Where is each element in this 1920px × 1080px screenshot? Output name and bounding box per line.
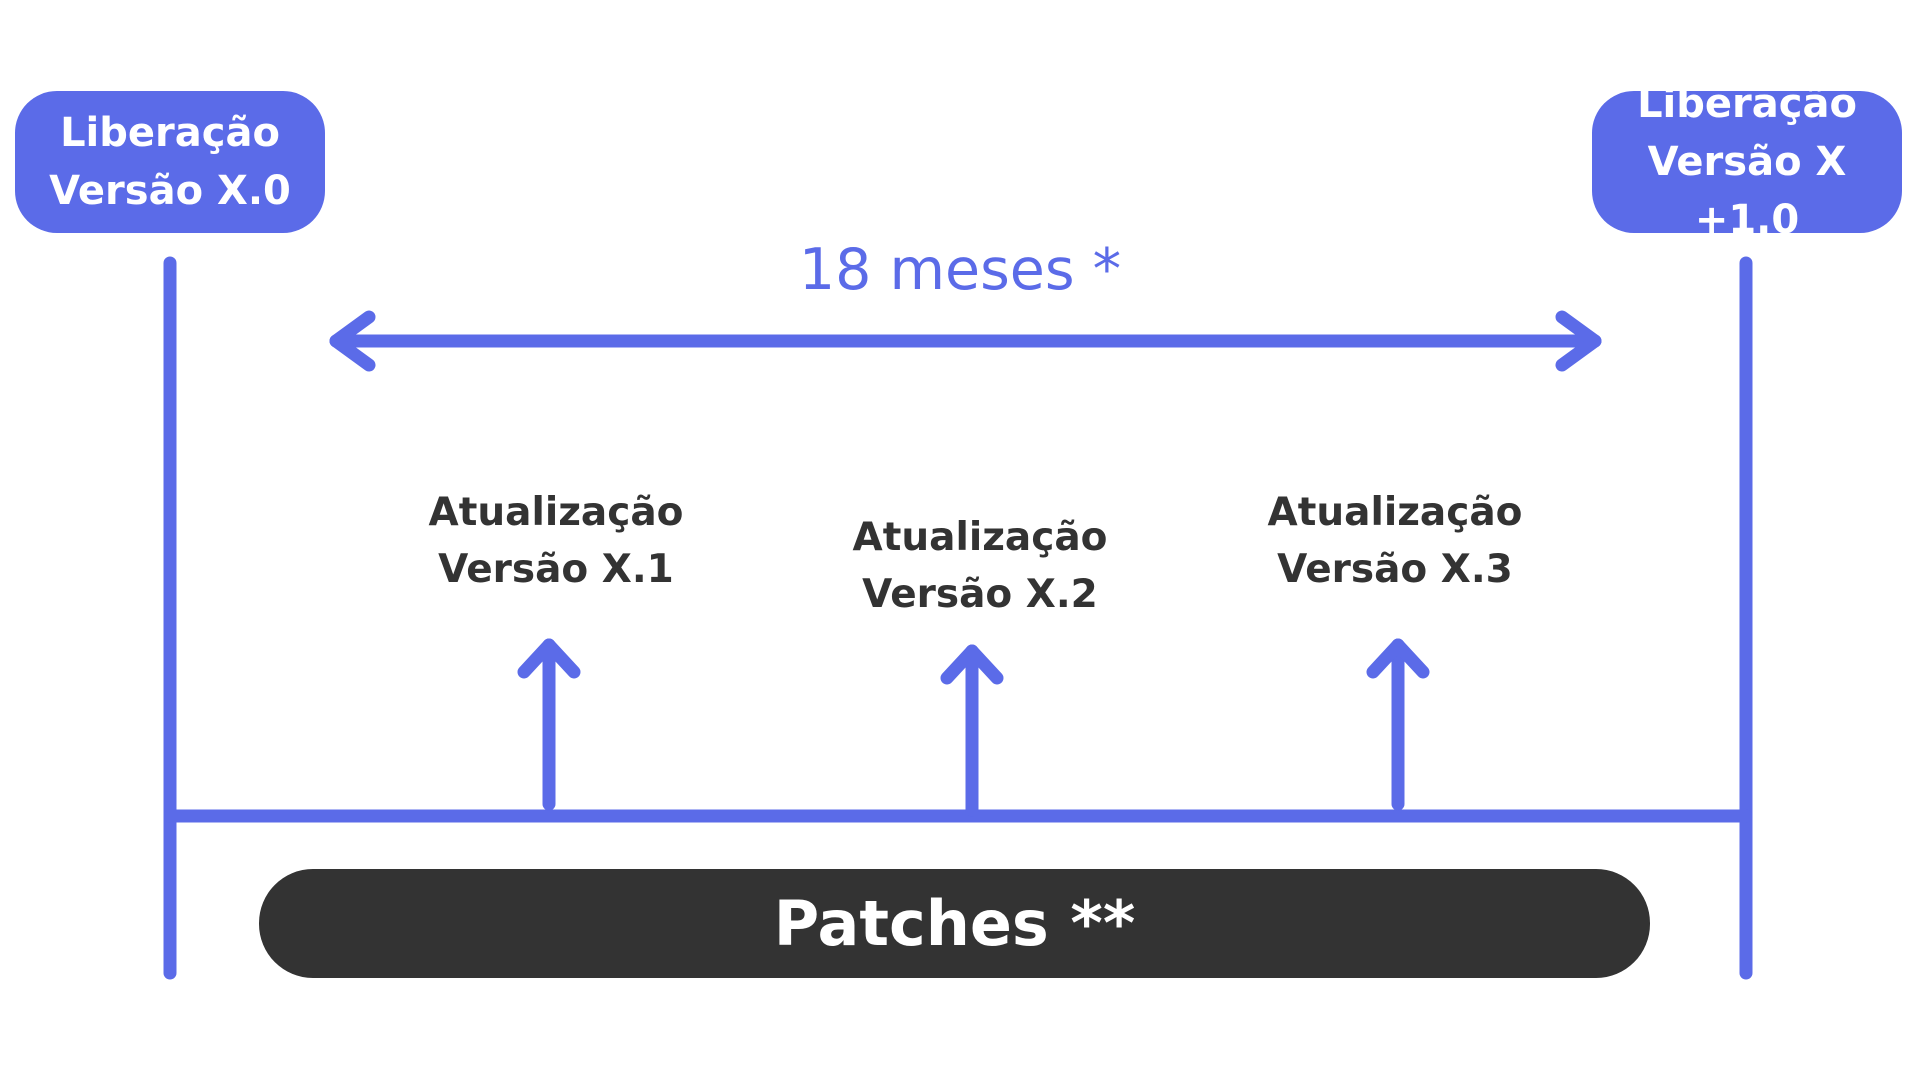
duration-arrow-left-head <box>329 310 376 372</box>
patches-bar: Patches ** <box>259 869 1650 978</box>
update-1-line1: Atualização <box>428 490 684 535</box>
duration-arrow-right-head <box>1555 310 1602 372</box>
release-next-pill: Liberação Versão X +1.0 <box>1592 81 1902 243</box>
update-label-3: Atualização Versão X.3 <box>1215 484 1575 598</box>
update-2-line1: Atualização <box>852 515 1108 560</box>
update-arrow-3-head <box>1366 638 1430 679</box>
update-3-line1: Atualização <box>1267 490 1523 535</box>
release-start-line2: Versão X.0 <box>49 168 291 214</box>
update-arrow-2-head <box>940 644 1004 685</box>
patches-label: Patches ** <box>773 887 1136 960</box>
release-start-pill: Liberação Versão X.0 <box>15 91 325 233</box>
update-label-2: Atualização Versão X.2 <box>800 509 1160 623</box>
release-next-line1: Liberação <box>1637 81 1857 127</box>
release-start-line1: Liberação <box>60 110 280 156</box>
release-next-line2: Versão X +1.0 <box>1647 139 1847 243</box>
update-1-line2: Versão X.1 <box>438 547 674 592</box>
update-3-line2: Versão X.3 <box>1277 547 1513 592</box>
update-arrow-1-head <box>517 638 581 679</box>
update-2-line2: Versão X.2 <box>862 572 1098 617</box>
duration-label: 18 meses * <box>798 237 1122 303</box>
update-label-1: Atualização Versão X.1 <box>376 484 736 598</box>
